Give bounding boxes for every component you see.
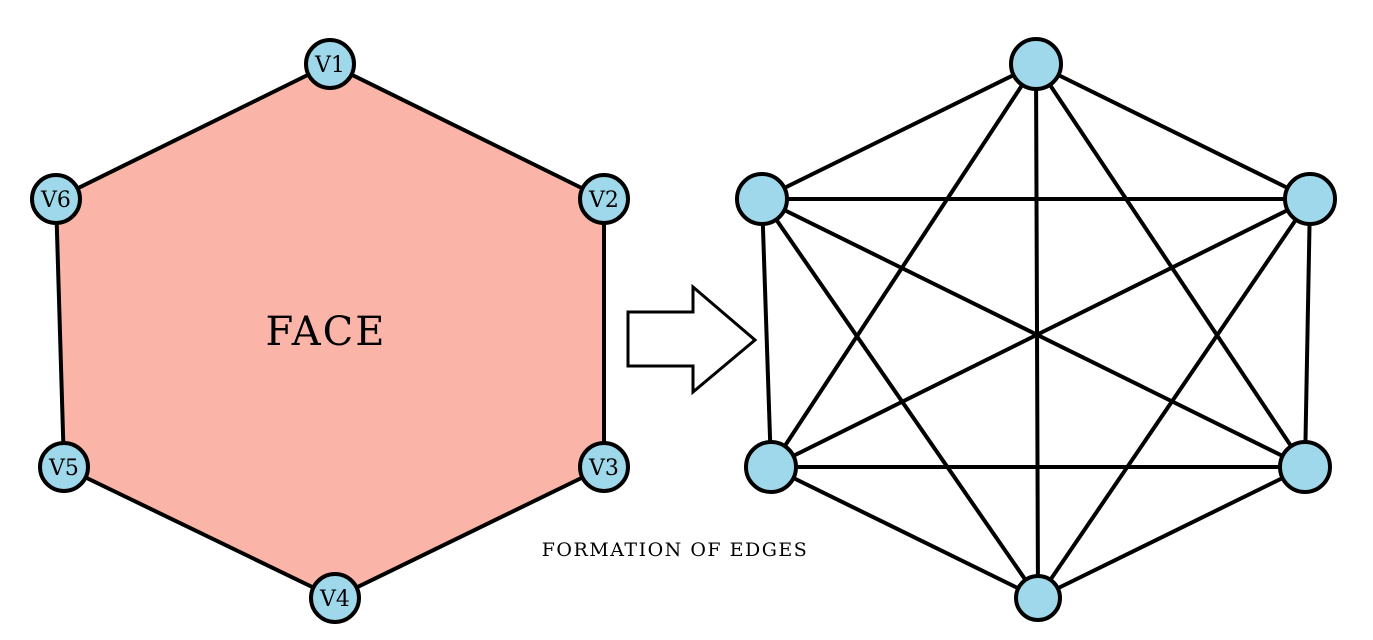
graph-edge [760, 197, 773, 469]
complete-graph-nodes [735, 37, 1337, 622]
caption: FORMATION OF EDGES [542, 539, 809, 561]
graph-edge [760, 197, 1307, 469]
graph-edge [760, 197, 1040, 600]
graph-node [1009, 37, 1063, 91]
graph-edge [1034, 62, 1312, 201]
face-vertex-label: V6 [40, 188, 71, 213]
graph-node [1283, 172, 1337, 226]
graph-edge [1034, 62, 1040, 600]
face-vertex-v6: V6 [30, 173, 82, 225]
graph-node [735, 172, 789, 226]
graph-edge [760, 62, 1038, 201]
complete-graph [735, 37, 1337, 622]
face-label: FACE [266, 309, 387, 355]
face-vertex-v5: V5 [38, 441, 90, 493]
face-vertex-label: V3 [588, 456, 619, 481]
face-vertex-label: V4 [319, 587, 350, 612]
graph-edge [769, 465, 1040, 600]
face-vertex-label: V1 [314, 53, 345, 78]
graph-edge [769, 197, 1312, 469]
graph-node [1014, 574, 1062, 622]
face-vertex-label: V5 [48, 456, 79, 481]
graph-node [744, 440, 798, 494]
face-vertex-v1: V1 [304, 38, 356, 90]
face-vertex-v3: V3 [578, 441, 630, 493]
face-vertex-v4: V4 [309, 572, 361, 624]
graph-edge [1303, 197, 1312, 469]
graph-edge [769, 62, 1038, 469]
graph-node [1278, 440, 1332, 494]
graph-edge [1036, 465, 1307, 600]
right-arrow-outline-icon [626, 283, 758, 396]
face-hexagon-group: FACE V1 V2 V3 V4 V5 V6 [30, 38, 630, 624]
graph-edge [1034, 62, 1307, 469]
face-vertex-v2: V2 [578, 173, 630, 225]
complete-graph-edges [760, 62, 1312, 600]
face-vertex-label: V2 [588, 188, 619, 213]
graph-edge [1036, 197, 1312, 600]
